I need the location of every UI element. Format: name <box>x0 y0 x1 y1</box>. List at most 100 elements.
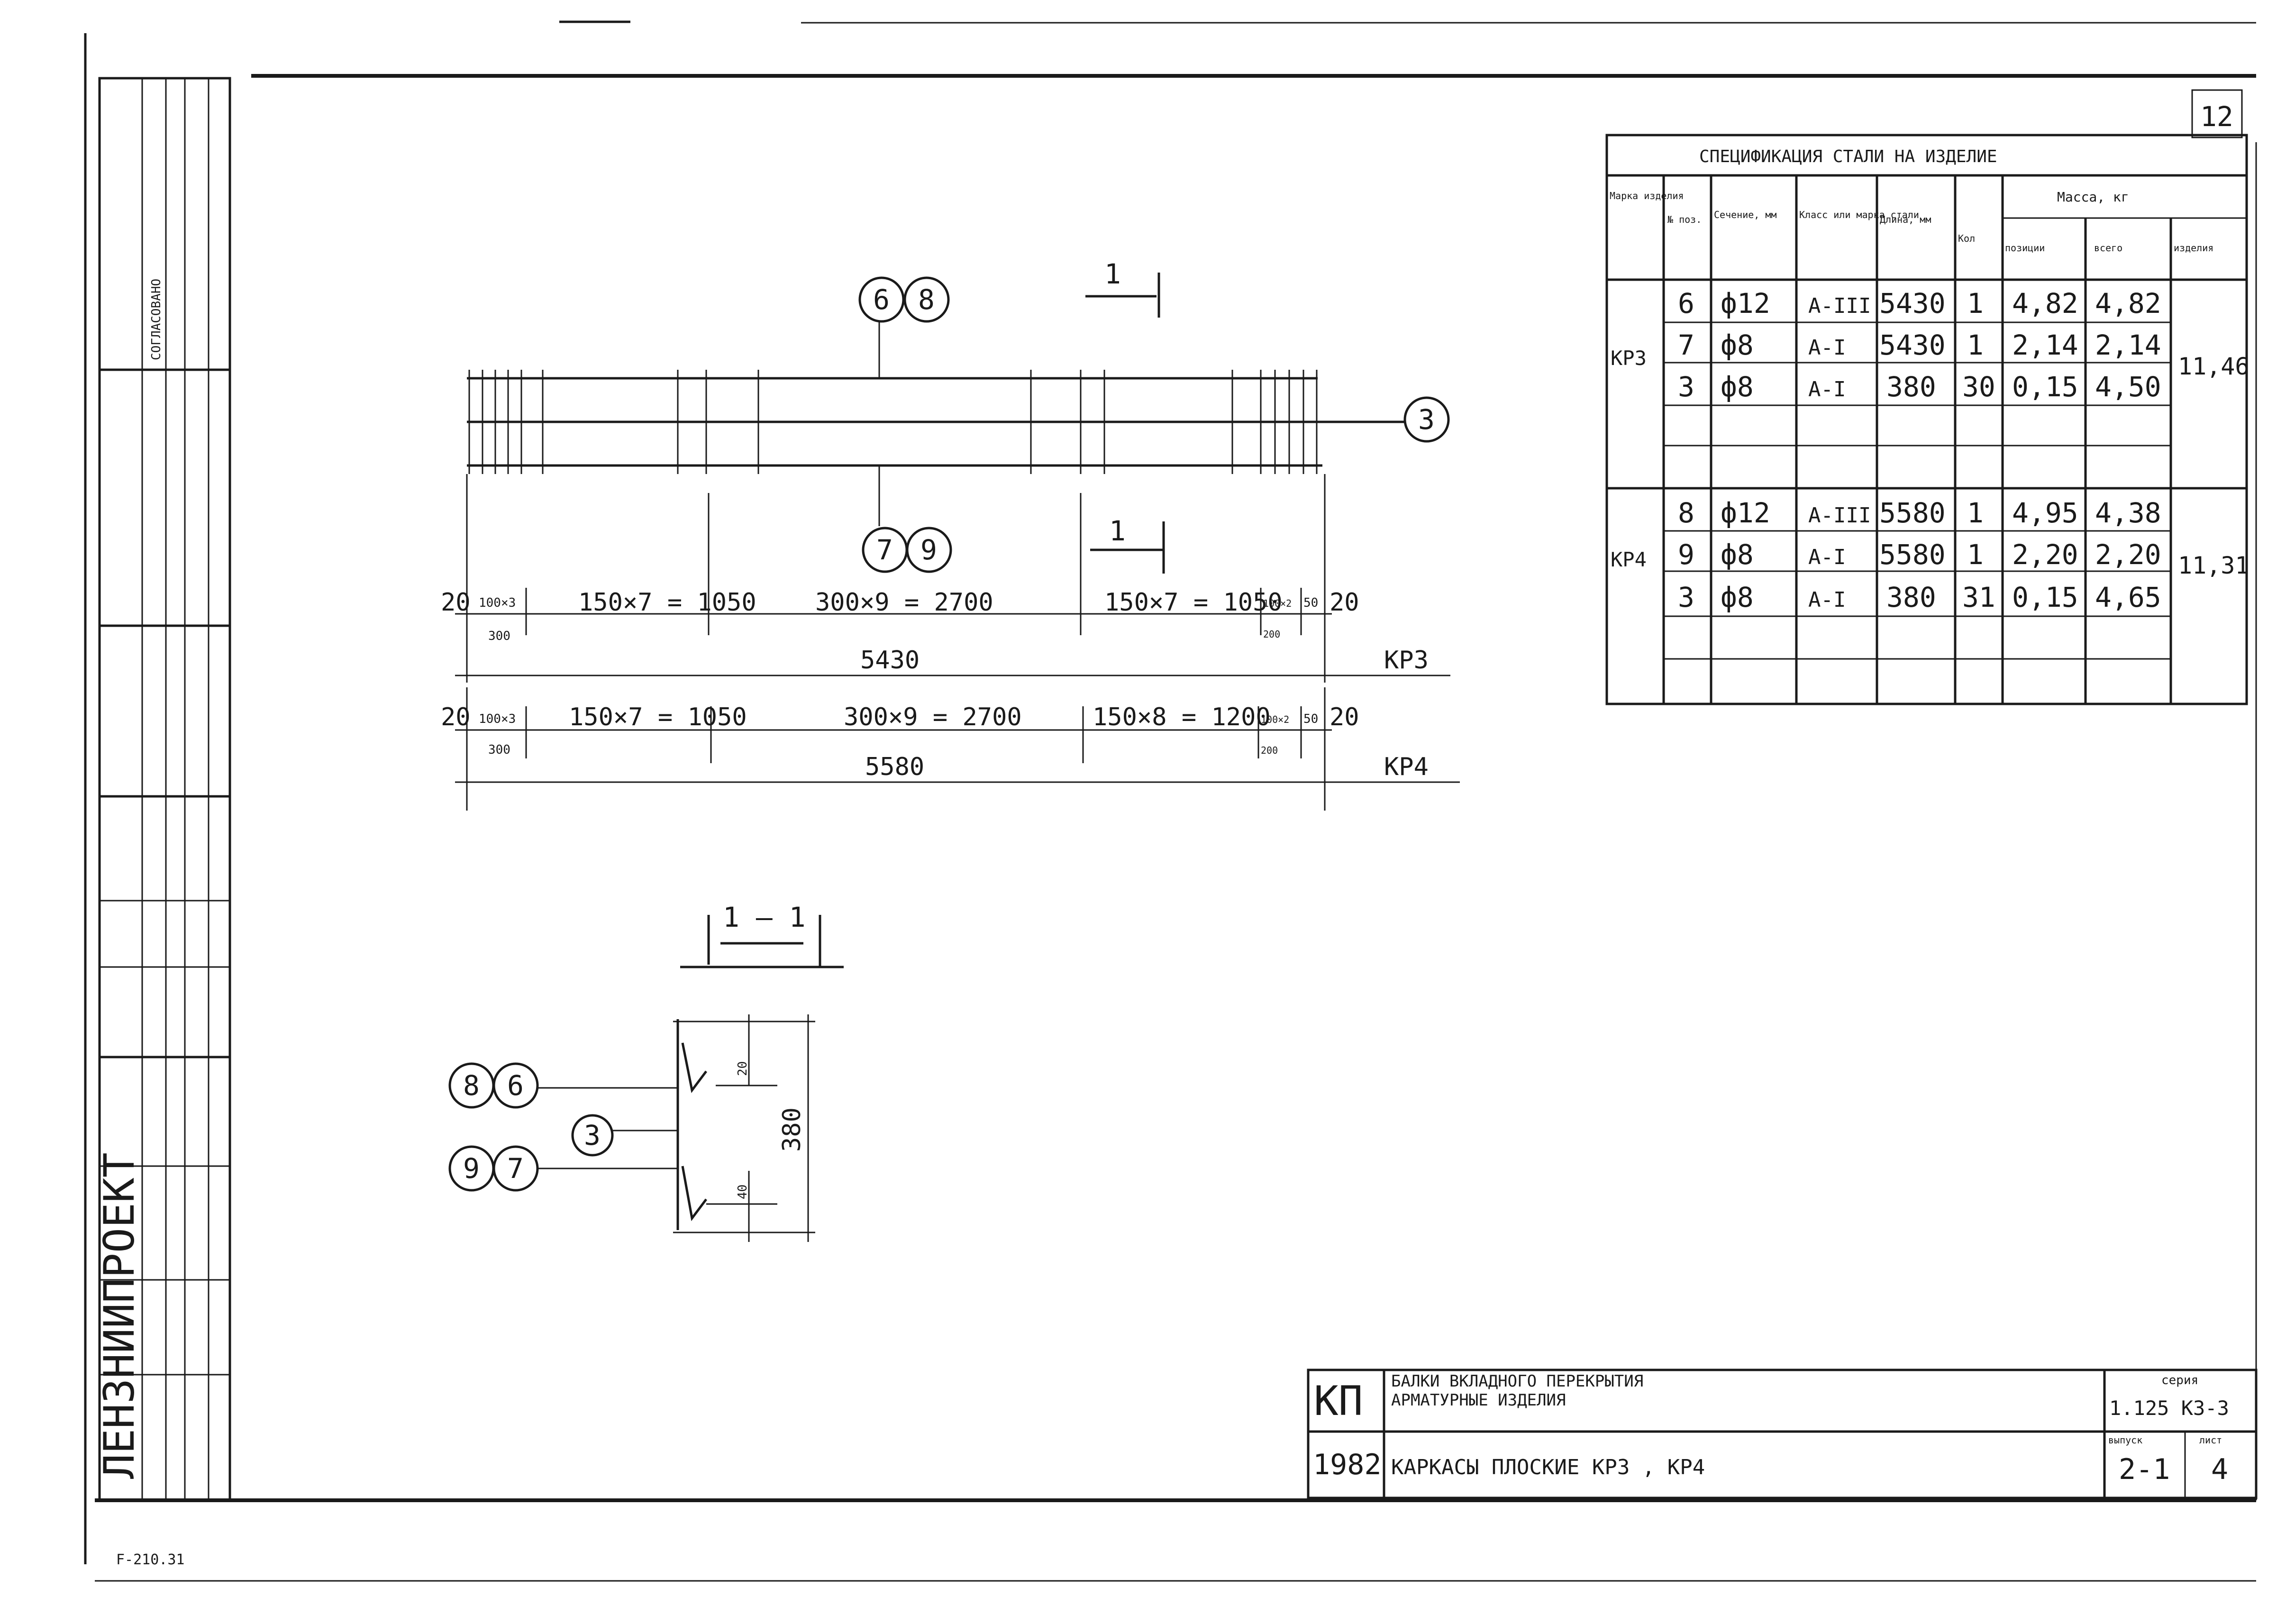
cell-length: 5430 <box>1879 287 1946 319</box>
frame-mark-label: КР4 <box>1384 753 1429 781</box>
callout-label: 8 <box>463 1069 480 1102</box>
table-row: 6 ф12 А-III 5430 1 4,82 4,82 <box>1678 287 2161 319</box>
dim-seg1-bottom: 300 <box>488 629 510 643</box>
callout-circle <box>1403 396 1450 443</box>
cell-mass-total: 2,14 <box>2095 329 2161 361</box>
cell-mass-total: 4,50 <box>2095 371 2161 403</box>
section-cut-marker: 1 1 <box>1085 258 1165 574</box>
hdr-pos: № поз. <box>1667 214 1702 225</box>
dim-seg5-bottom: 200 <box>1261 745 1278 756</box>
dim-seg3: 300×9 = 2700 <box>815 588 993 617</box>
stirrups <box>468 370 1318 474</box>
callout-label: 3 <box>1418 403 1435 436</box>
sheet-frame <box>84 20 2257 1582</box>
frame-elevation: 6 8 7 9 3 1 1 <box>467 258 1450 574</box>
section-1-1: 1 — 1 20 40 380 8 6 3 9 7 <box>448 901 844 1242</box>
cell-class: А-III <box>1808 294 1871 318</box>
dim-end-left: 20 <box>441 703 471 731</box>
left-stamp-strip: СОГЛАСОВАНО ЛЕНЗНИИПРОЕКТ <box>95 77 231 1502</box>
dim-total: 5580 <box>865 753 924 781</box>
cell-mass-total: 4,65 <box>2095 581 2161 613</box>
dim-chain-kr4: 20 100×3 300 150×7 = 1050 300×9 = 2700 1… <box>441 687 1460 811</box>
cell-mass-pos: 4,95 <box>2012 497 2078 529</box>
callout-circle <box>858 276 905 323</box>
dim-end-right: 20 <box>1330 703 1359 731</box>
dim-seg5-bottom: 200 <box>1263 629 1280 640</box>
tb-issue-value: 2-1 <box>2119 1453 2170 1486</box>
dim-seg2: 150×7 = 1050 <box>578 588 756 617</box>
tb-year: 1982 <box>1313 1448 1382 1481</box>
callout-label: 9 <box>463 1152 480 1185</box>
hdr-length: Длина, мм <box>1880 214 1931 225</box>
cell-mass-pos: 4,82 <box>2012 287 2078 319</box>
tb-line1: БАЛКИ ВКЛАДНОГО ПЕРЕКРЫТИЯ <box>1391 1372 1643 1391</box>
callout-label: 7 <box>507 1152 524 1185</box>
frame-mark-label: КР3 <box>1384 646 1429 675</box>
cell-length: 5430 <box>1879 329 1946 361</box>
sheet-number: 12 <box>2191 89 2243 138</box>
cell-pos: 7 <box>1678 329 1694 361</box>
callout-label: 7 <box>876 534 893 566</box>
cell-qty: 1 <box>1967 538 1984 571</box>
callout-circle <box>492 1062 539 1109</box>
table-row: 3 ф8 А-I 380 31 0,15 4,65 <box>1678 581 2161 613</box>
cell-mass-total: 2,20 <box>2095 538 2161 571</box>
cell-section: ф12 <box>1721 287 1770 319</box>
dim-seg1-bottom: 300 <box>488 743 510 757</box>
callout-circle <box>906 527 952 573</box>
dim-end-left: 20 <box>441 588 471 617</box>
sheet-number-text: 12 <box>2200 100 2233 133</box>
callout-label: 6 <box>873 283 890 316</box>
table-row: 7 ф8 А-I 5430 1 2,14 2,14 <box>1678 329 2161 361</box>
title-block: КП 1982 БАЛКИ ВКЛАДНОГО ПЕРЕКРЫТИЯ АРМАТ… <box>1307 1369 2258 1499</box>
cell-pos: 6 <box>1678 287 1694 319</box>
dim-height: 380 <box>778 1107 806 1152</box>
hdr-mark: Марка изделия <box>1610 190 1684 201</box>
cell-length: 380 <box>1886 581 1936 613</box>
group-item-mass: 11,46 <box>2178 353 2249 380</box>
cell-pos: 3 <box>1678 371 1694 403</box>
hdr-qty: Кол <box>1958 233 1975 244</box>
dim-seg6: 50 <box>1303 712 1318 726</box>
cell-section: ф8 <box>1721 371 1754 403</box>
hdr-mass: Масса, кг <box>2057 189 2129 205</box>
dim-seg6: 50 <box>1303 596 1318 610</box>
dim-end-right: 20 <box>1330 588 1359 617</box>
dim-total: 5430 <box>860 646 920 675</box>
section-title: 1 — 1 <box>723 901 806 933</box>
spec-table-title: СПЕЦИФИКАЦИЯ СТАЛИ НА ИЗДЕЛИЕ <box>1699 147 1997 166</box>
callout-circle <box>903 276 950 323</box>
tb-sheet-label: лист <box>2199 1434 2222 1446</box>
section-mark-label: 1 <box>1109 515 1126 547</box>
organization-name: ЛЕНЗНИИПРОЕКТ <box>95 1152 144 1479</box>
cell-section: ф8 <box>1721 329 1754 361</box>
cell-pos: 3 <box>1678 581 1694 613</box>
callout-label: 6 <box>507 1069 524 1102</box>
dim-top: 20 <box>736 1061 750 1076</box>
cell-section: ф8 <box>1721 538 1754 571</box>
dim-seg5-top: 100×2 <box>1263 598 1292 609</box>
cell-mass-pos: 2,14 <box>2012 329 2078 361</box>
cell-qty: 1 <box>1967 287 1984 319</box>
dim-seg2: 150×7 = 1050 <box>569 703 747 731</box>
cell-length: 380 <box>1886 371 1936 403</box>
tb-issue-label: выпуск <box>2108 1434 2142 1446</box>
cell-mass-pos: 2,20 <box>2012 538 2078 571</box>
cell-class: А-I <box>1808 588 1846 612</box>
cell-qty: 30 <box>1962 371 1995 403</box>
dim-seg5-top: 100×2 <box>1261 714 1289 725</box>
dim-seg4: 150×8 = 1200 <box>1093 703 1271 731</box>
table-row: 9 ф8 А-I 5580 1 2,20 2,20 <box>1678 538 2161 571</box>
cell-length: 5580 <box>1879 497 1946 529</box>
cell-qty: 1 <box>1967 497 1984 529</box>
hdr-mass-pos: позиции <box>2005 242 2045 254</box>
callout-circle <box>492 1145 539 1192</box>
cell-mass-pos: 0,15 <box>2012 371 2078 403</box>
cell-mass-total: 4,82 <box>2095 287 2161 319</box>
group-mark: КР3 <box>1611 347 1647 370</box>
tb-series-value: 1.125 КЗ-3 <box>2109 1396 2229 1420</box>
cell-qty: 1 <box>1967 329 1984 361</box>
cell-mass-pos: 0,15 <box>2012 581 2078 613</box>
section-mark-label: 1 <box>1104 258 1121 290</box>
cell-section: ф12 <box>1721 497 1770 529</box>
